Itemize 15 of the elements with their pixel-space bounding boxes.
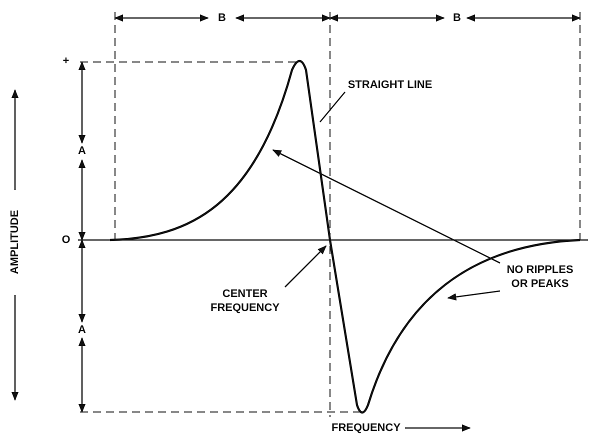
axis-tick-label: O [60,233,72,247]
dimension-label: B [452,11,462,25]
leader-line [284,245,327,288]
dimension-label: A [77,323,87,337]
leader-line [320,92,346,122]
axis-tick-label: + [62,54,70,68]
leader-line [447,290,500,301]
axis-title: FREQUENCY [330,421,402,435]
callout-text: CENTER FREQUENCY [205,287,285,315]
axis-title: AMPLITUDE [8,208,22,276]
dimension-label: B [217,11,227,25]
callout-text: STRAIGHT LINE [345,78,435,92]
leader-line [272,149,500,264]
dimension-label: A [77,144,87,158]
callout-text: NO RIPPLES OR PEAKS [500,263,580,291]
